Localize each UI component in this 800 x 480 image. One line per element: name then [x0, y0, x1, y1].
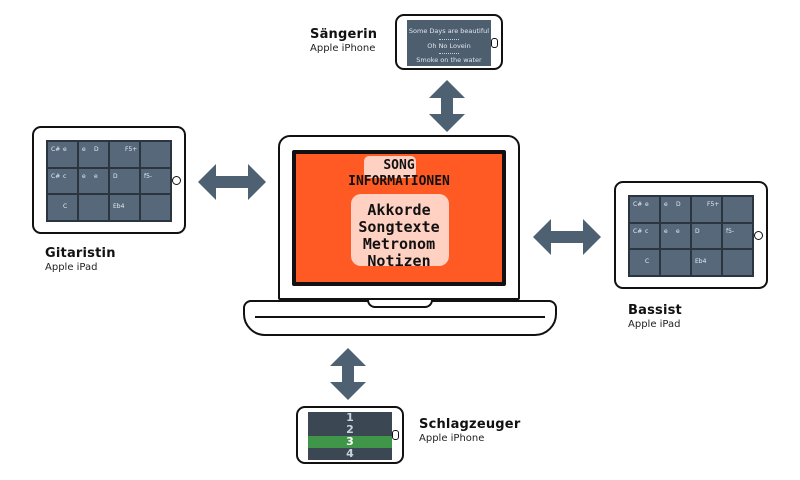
song-separator — [438, 53, 460, 54]
guitarist-model: Apple iPad — [45, 262, 98, 273]
laptop-lid: SONG INFORMATIONEN Akkorde Songtexte Met… — [278, 135, 520, 300]
arrow-singer-laptop — [429, 80, 465, 132]
chord-cell[interactable]: f5- — [141, 168, 170, 194]
chord-label: e — [676, 227, 680, 235]
chord-label: e — [63, 146, 67, 153]
singer-model: Apple iPhone — [310, 43, 376, 54]
chord-label: C# — [633, 201, 643, 208]
panel-heading-line1: SONG — [383, 158, 415, 173]
drummer-name: Schlagzeuger — [419, 417, 521, 432]
chord-cell[interactable]: C — [48, 195, 77, 220]
chord-cell[interactable] — [141, 142, 170, 167]
chord-cell[interactable] — [141, 195, 170, 220]
beat-1[interactable]: 1 — [346, 412, 354, 424]
chord-label: e — [94, 172, 98, 180]
home-button — [754, 231, 763, 240]
home-button — [491, 38, 498, 48]
chord-label: e — [645, 201, 649, 208]
chord-cell[interactable]: F5+ — [110, 142, 139, 167]
chord-label: D — [94, 146, 99, 153]
chord-label: e — [82, 146, 86, 153]
song-item[interactable]: Some Days are beautiful — [408, 27, 490, 35]
chord-label: C — [63, 203, 68, 211]
drummer-iphone: 1 2 3 4 — [296, 406, 404, 464]
chord-cell[interactable]: C#c — [48, 168, 77, 194]
chord-label: e — [664, 201, 668, 208]
panel-item-notizen: Notizen — [367, 252, 431, 270]
chord-label: f5- — [726, 227, 735, 235]
chord-label: C# — [51, 172, 61, 180]
chord-label: c — [645, 227, 649, 235]
drummer-model: Apple iPhone — [419, 433, 485, 444]
chord-cell[interactable]: C#c — [630, 223, 659, 249]
home-button — [392, 430, 399, 440]
bassist-name: Bassist — [628, 303, 682, 318]
chord-cell[interactable] — [661, 250, 690, 275]
chord-label: F5+ — [125, 146, 138, 153]
singer-screen: Some Days are beautiful Oh No Lovein Smo… — [407, 20, 491, 66]
beat-3[interactable]: 3 — [308, 436, 392, 448]
guitarist-name: Gitaristin — [45, 246, 116, 261]
laptop-base — [243, 300, 557, 336]
chord-cell[interactable]: D — [110, 168, 139, 194]
panel-item-akkorde: Akkorde — [367, 201, 431, 219]
laptop-notch — [367, 300, 433, 308]
song-item[interactable]: Smoke on the water — [416, 56, 482, 64]
song-info-panel: SONG INFORMATIONEN Akkorde Songtexte Met… — [296, 154, 502, 282]
bassist-model: Apple iPad — [628, 319, 681, 330]
chord-label: Eb4 — [695, 258, 707, 266]
arrow-bassist-laptop — [533, 219, 601, 255]
drummer-screen: 1 2 3 4 — [308, 412, 392, 460]
chord-label: c — [63, 172, 67, 180]
chord-cell[interactable]: Eb4 — [692, 250, 721, 275]
chord-label: F5+ — [707, 201, 720, 208]
beat-4[interactable]: 4 — [346, 447, 354, 460]
singer-name: Sängerin — [310, 27, 378, 42]
panel-item-songtexte: Songtexte — [358, 218, 440, 236]
chord-cell[interactable]: f5- — [723, 223, 752, 249]
chord-cell[interactable]: F5+ — [692, 197, 721, 222]
chord-label: D — [113, 172, 118, 180]
chord-label: e — [664, 227, 668, 235]
chord-cell[interactable]: D — [692, 223, 721, 249]
chord-cell[interactable] — [723, 197, 752, 222]
chord-label: C# — [51, 146, 61, 153]
chord-cell[interactable] — [79, 195, 108, 220]
chord-label: D — [676, 201, 681, 208]
chord-label: C — [645, 258, 650, 266]
chord-label: C# — [633, 227, 643, 235]
song-item[interactable]: Oh No Lovein — [427, 42, 471, 50]
beat-2[interactable]: 2 — [346, 423, 354, 436]
singer-iphone: Some Days are beautiful Oh No Lovein Smo… — [395, 14, 503, 70]
panel-highlight — [364, 156, 416, 178]
panel-highlight — [351, 194, 449, 266]
arrow-guitarist-laptop — [198, 164, 266, 200]
chord-cell[interactable]: Eb4 — [110, 195, 139, 220]
panel-heading-line2: INFORMATIONEN — [348, 174, 450, 189]
song-separator — [438, 39, 460, 40]
chord-label: Eb4 — [113, 203, 125, 211]
arrow-drummer-laptop — [330, 348, 366, 400]
chord-cell[interactable]: C#e — [630, 197, 659, 222]
laptop-screen: SONG INFORMATIONEN Akkorde Songtexte Met… — [292, 150, 506, 286]
laptop-base-line — [255, 316, 545, 318]
chord-cell[interactable] — [723, 250, 752, 275]
chord-cell[interactable]: C#e — [48, 142, 77, 167]
chord-label: D — [695, 227, 700, 235]
panel-item-metronom: Metronom — [362, 235, 436, 253]
chord-label: f5- — [144, 172, 153, 180]
chord-label: e — [82, 172, 86, 180]
chord-cell[interactable]: C — [630, 250, 659, 275]
home-button — [172, 176, 181, 185]
